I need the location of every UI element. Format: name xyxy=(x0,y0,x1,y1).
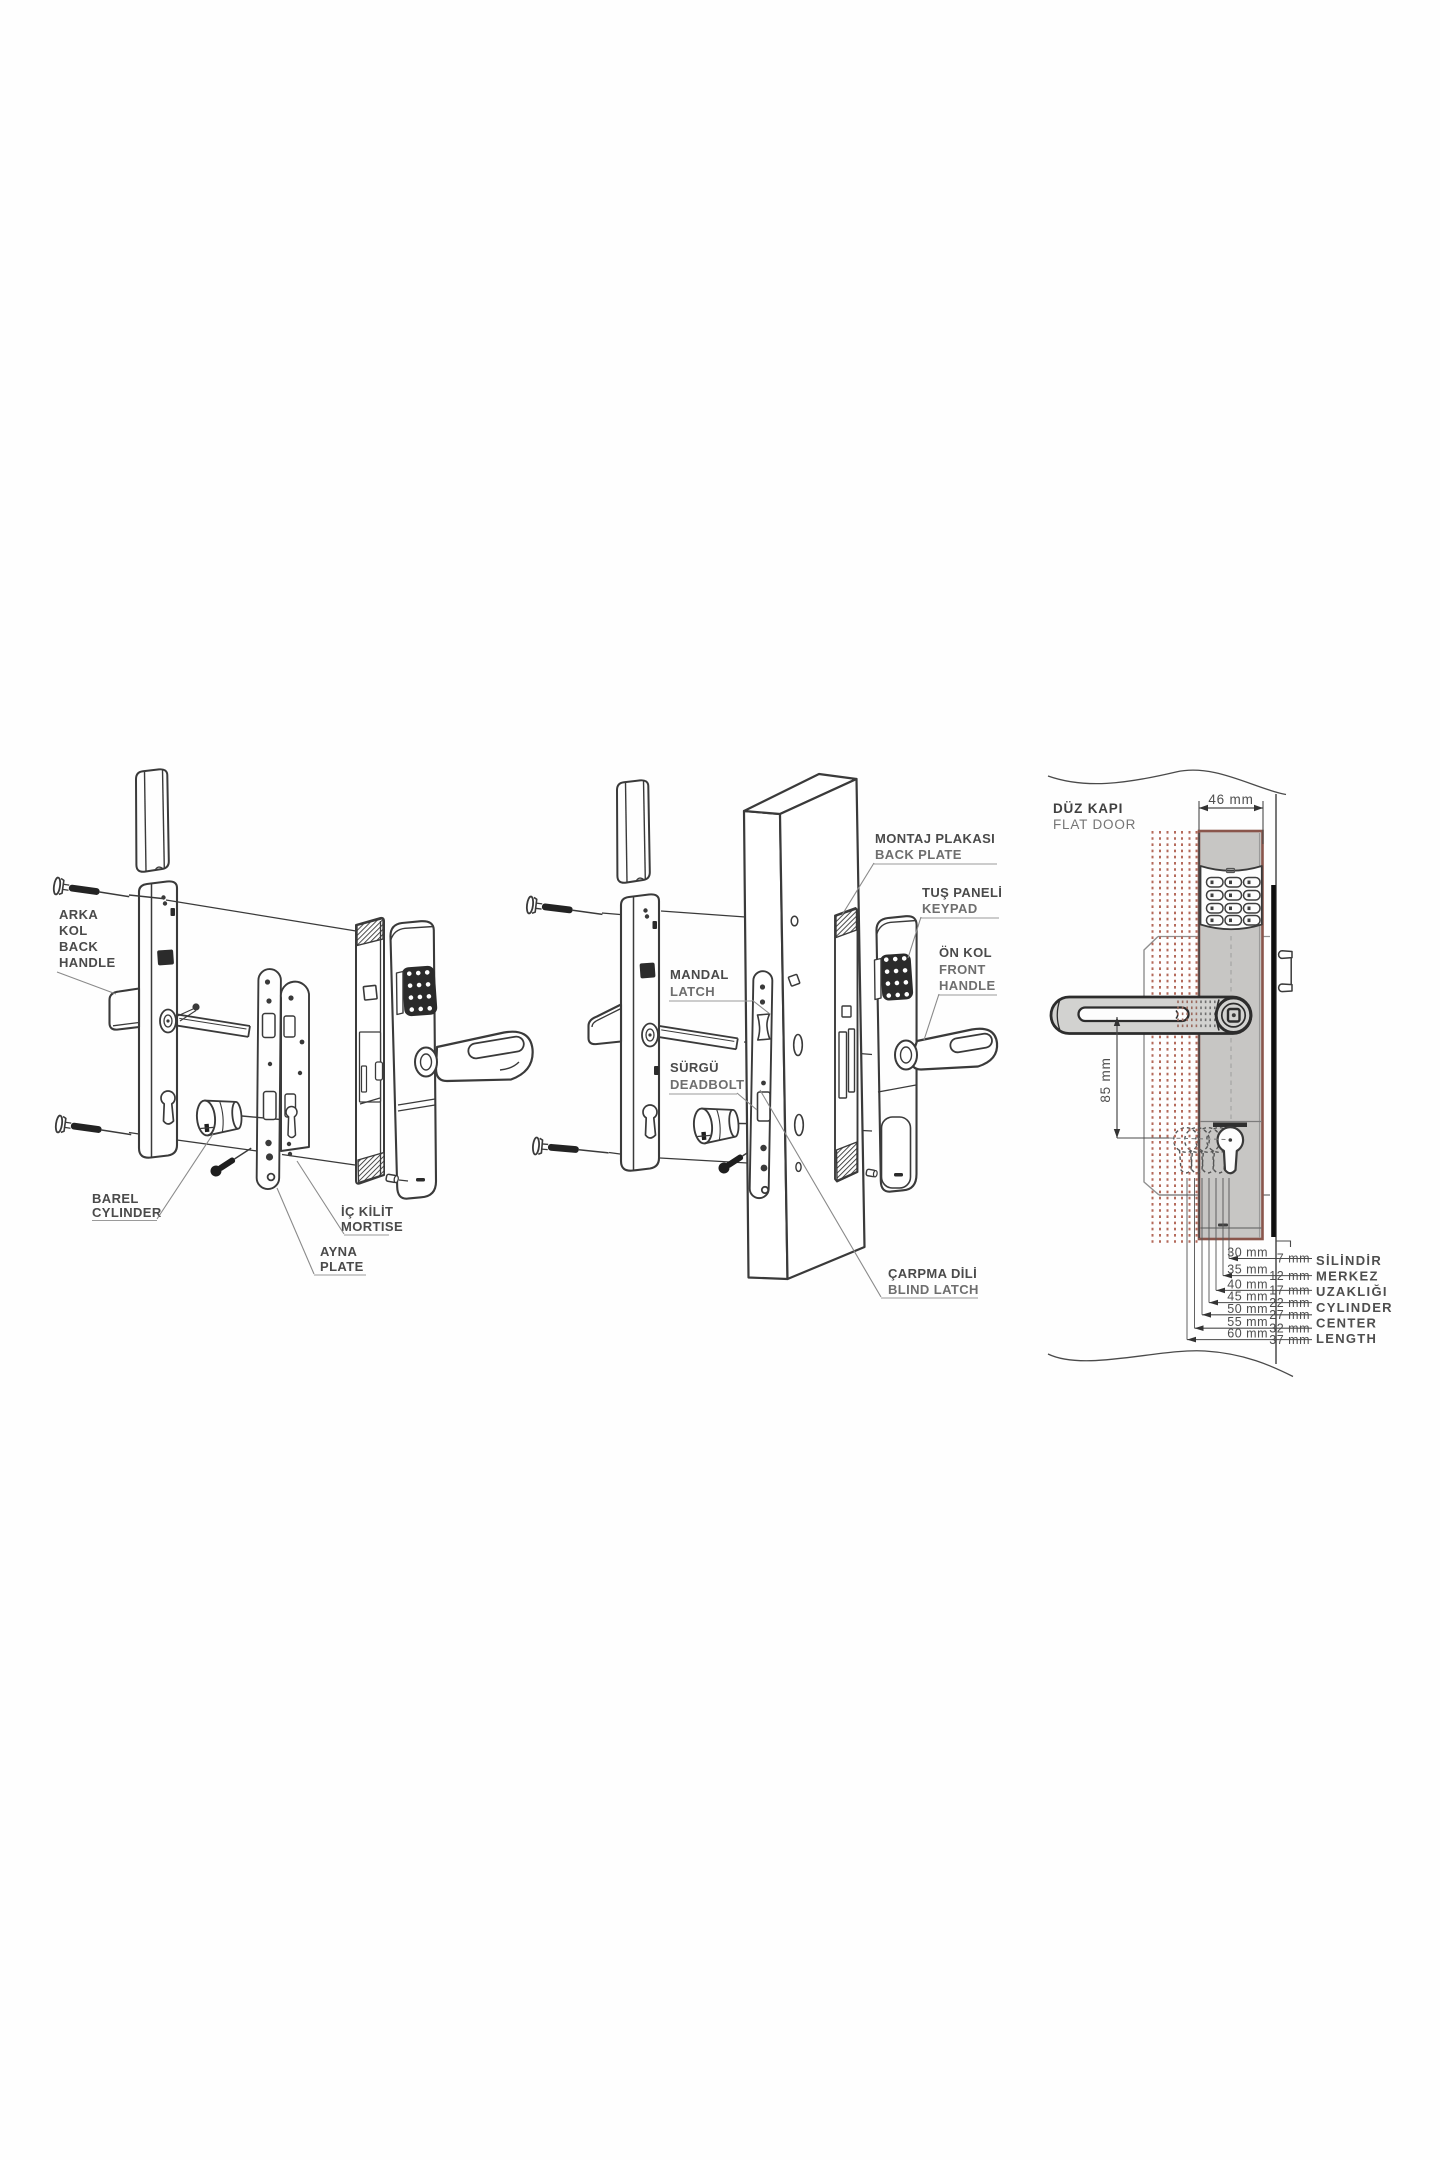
svg-text:22 mm: 22 mm xyxy=(1269,1296,1310,1310)
svg-text:UZAKLIĞI: UZAKLIĞI xyxy=(1316,1284,1388,1299)
svg-text:ÇARPMA DİLİ: ÇARPMA DİLİ xyxy=(888,1266,977,1281)
svg-text:CYLINDER: CYLINDER xyxy=(1316,1300,1393,1315)
svg-text:BLIND LATCH: BLIND LATCH xyxy=(888,1282,979,1297)
svg-text:SİLİNDİR: SİLİNDİR xyxy=(1316,1253,1382,1268)
svg-text:KOL: KOL xyxy=(59,923,88,938)
svg-text:BACK: BACK xyxy=(59,939,98,954)
svg-text:40 mm: 40 mm xyxy=(1227,1277,1268,1291)
svg-text:MERKEZ: MERKEZ xyxy=(1316,1269,1379,1284)
svg-text:32 mm: 32 mm xyxy=(1269,1321,1310,1335)
svg-text:7 mm: 7 mm xyxy=(1277,1252,1310,1266)
svg-text:35 mm: 35 mm xyxy=(1227,1263,1268,1277)
svg-text:17 mm: 17 mm xyxy=(1269,1284,1310,1298)
svg-text:FLAT DOOR: FLAT DOOR xyxy=(1053,817,1136,832)
svg-text:CENTER: CENTER xyxy=(1316,1315,1377,1330)
svg-text:FRONT: FRONT xyxy=(939,962,986,977)
svg-text:CYLINDER: CYLINDER xyxy=(92,1205,162,1220)
svg-text:ÖN KOL: ÖN KOL xyxy=(939,945,992,960)
svg-text:45 mm: 45 mm xyxy=(1227,1290,1268,1304)
svg-text:60 mm: 60 mm xyxy=(1227,1327,1268,1341)
svg-text:85 mm: 85 mm xyxy=(1098,1057,1113,1102)
svg-text:DÜZ KAPI: DÜZ KAPI xyxy=(1053,801,1123,816)
svg-text:İÇ KİLİT: İÇ KİLİT xyxy=(341,1204,393,1219)
svg-text:KEYPAD: KEYPAD xyxy=(922,901,978,916)
svg-text:30 mm: 30 mm xyxy=(1227,1246,1268,1260)
svg-text:HANDLE: HANDLE xyxy=(59,955,116,970)
svg-text:BACK PLATE: BACK PLATE xyxy=(875,847,962,862)
svg-text:AYNA: AYNA xyxy=(320,1244,357,1259)
svg-text:55 mm: 55 mm xyxy=(1227,1315,1268,1329)
svg-text:SÜRGÜ: SÜRGÜ xyxy=(670,1060,719,1075)
svg-text:MANDAL: MANDAL xyxy=(670,967,729,982)
svg-text:27 mm: 27 mm xyxy=(1269,1308,1310,1322)
svg-text:BAREL: BAREL xyxy=(92,1191,139,1206)
svg-text:MONTAJ PLAKASI: MONTAJ PLAKASI xyxy=(875,831,995,846)
svg-text:ARKA: ARKA xyxy=(59,907,98,922)
svg-text:TUŞ PANELİ: TUŞ PANELİ xyxy=(922,885,1002,900)
svg-text:37 mm: 37 mm xyxy=(1269,1333,1310,1347)
svg-text:50 mm: 50 mm xyxy=(1227,1302,1268,1316)
svg-text:LATCH: LATCH xyxy=(670,984,715,999)
svg-text:PLATE: PLATE xyxy=(320,1259,364,1274)
svg-text:MORTISE: MORTISE xyxy=(341,1219,403,1234)
svg-text:HANDLE: HANDLE xyxy=(939,978,996,993)
svg-text:46 mm: 46 mm xyxy=(1208,792,1253,807)
svg-text:LENGTH: LENGTH xyxy=(1316,1331,1377,1346)
svg-text:12 mm: 12 mm xyxy=(1269,1269,1310,1283)
svg-text:DEADBOLT: DEADBOLT xyxy=(670,1077,744,1092)
